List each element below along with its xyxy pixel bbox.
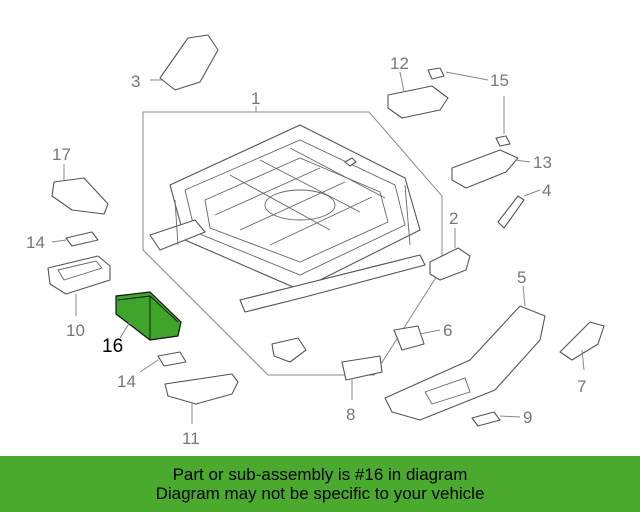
callout-2: 2 — [449, 209, 458, 228]
part-8-drawing — [341, 355, 383, 381]
callout-6: 6 — [443, 321, 452, 340]
banner-line-2: Diagram may not be specific to your vehi… — [155, 484, 485, 503]
callout-13: 13 — [533, 153, 552, 172]
part-4-drawing — [497, 195, 525, 229]
callout-14b: 14 — [117, 372, 136, 391]
callout-1: 1 — [251, 89, 260, 108]
part-17-drawing — [51, 177, 109, 215]
part-9-drawing — [471, 411, 501, 427]
callout-15: 15 — [490, 71, 509, 90]
part-12-drawing — [387, 85, 449, 119]
leader-lines — [51, 71, 585, 424]
seat-frame-outline — [142, 111, 443, 376]
part-15b-drawing — [495, 135, 511, 147]
part-7-drawing — [559, 321, 605, 361]
callout-12: 12 — [390, 54, 409, 73]
parts-diagram: 1 2 3 4 5 6 7 8 9 10 11 12 13 14 14 15 1… — [26, 34, 605, 448]
part-10-inner — [57, 260, 103, 281]
callout-7: 7 — [577, 377, 586, 396]
callout-3: 3 — [131, 72, 140, 91]
callout-9: 9 — [523, 408, 532, 427]
part-5-drawing — [384, 305, 546, 421]
part-13-drawing — [451, 149, 519, 189]
info-banner: Part or sub-assembly is #16 in diagram D… — [0, 456, 640, 512]
part-11-drawing — [164, 373, 239, 405]
callout-5: 5 — [517, 268, 526, 287]
part-3-drawing — [159, 34, 219, 91]
part-2-drawing — [429, 247, 471, 281]
part-5-switch — [424, 377, 471, 405]
part-14a-drawing — [65, 231, 99, 247]
part-15-drawing — [427, 67, 445, 80]
callout-4: 4 — [542, 181, 551, 200]
part-6-drawing — [393, 325, 425, 351]
seat-frame-drawing — [149, 124, 426, 313]
callout-14a: 14 — [26, 233, 45, 252]
callout-10: 10 — [66, 321, 85, 340]
clip-drawing — [271, 337, 307, 363]
callout-17: 17 — [52, 145, 71, 164]
part-16-highlighted — [115, 291, 182, 341]
callout-16: 16 — [102, 336, 123, 357]
callout-11: 11 — [182, 429, 200, 448]
callout-8: 8 — [346, 405, 355, 424]
part-14b-drawing — [157, 351, 187, 367]
banner-line-1: Part or sub-assembly is #16 in diagram — [172, 465, 468, 484]
